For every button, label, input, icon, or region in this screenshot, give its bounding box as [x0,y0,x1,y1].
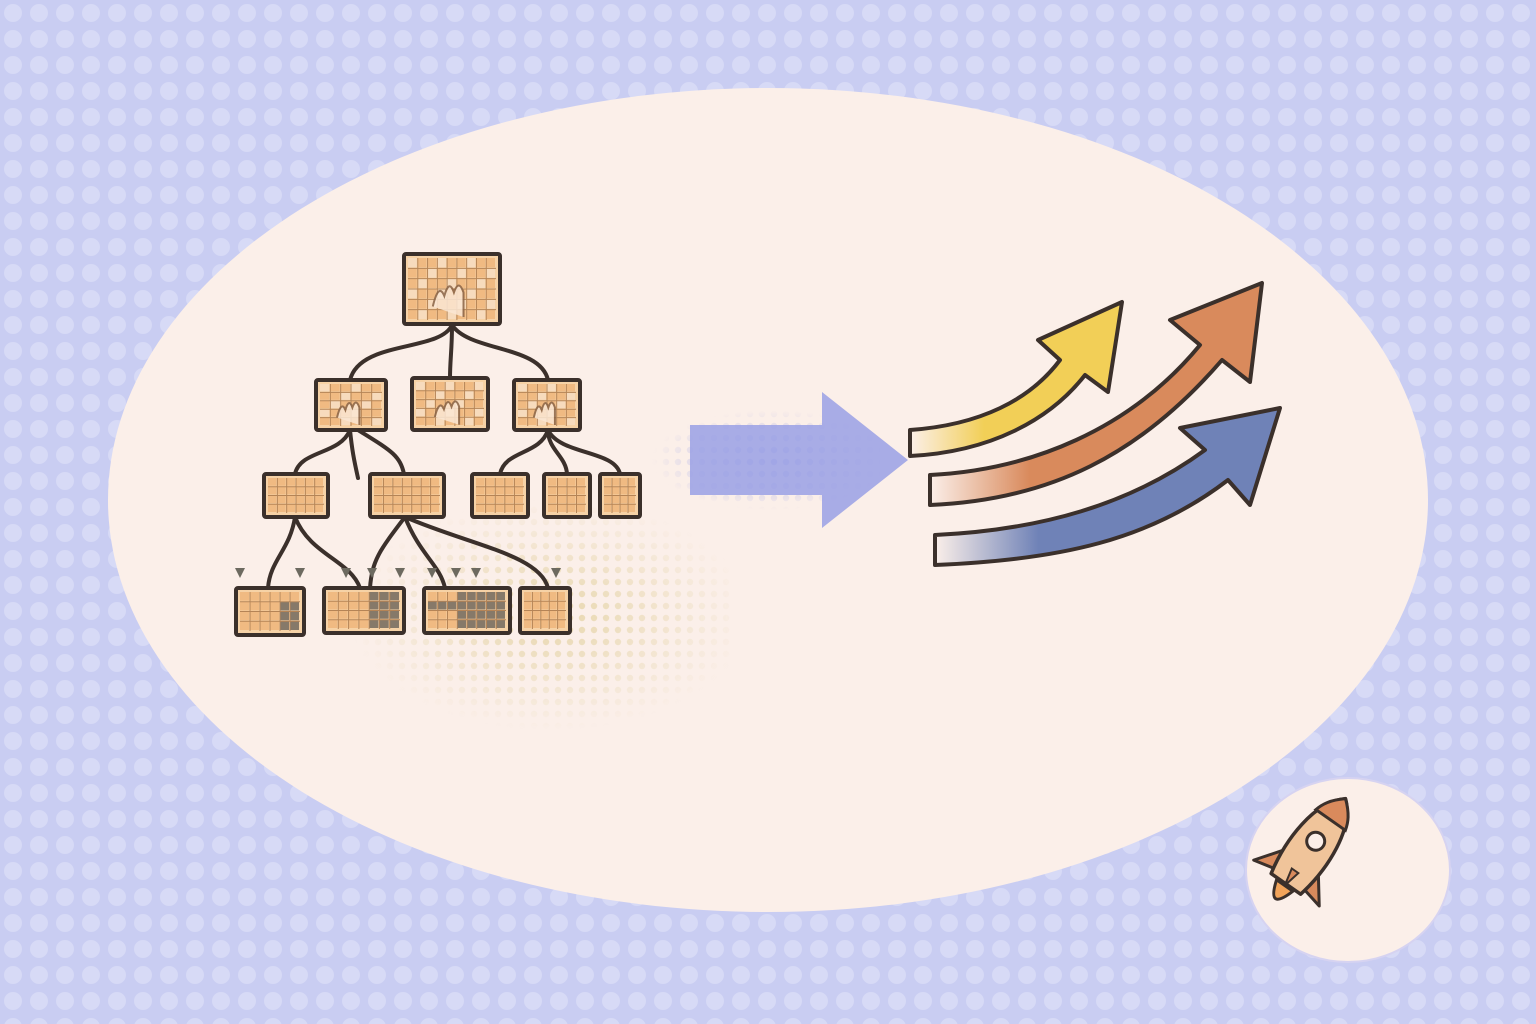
tree-connectors [266,323,622,590]
tree-node-level-1 [410,376,490,432]
marker-triangle [427,568,437,578]
transition-arrow [690,392,908,528]
marker-triangle [471,568,481,578]
marker-triangle [451,568,461,578]
tree-node-level-3 [422,586,512,635]
rocket-icon [1252,796,1350,908]
tree-node-level-0 [402,252,502,326]
rocket-badge [1245,777,1451,963]
tree-markers [235,568,561,578]
tree-node-level-3 [234,586,306,637]
tree-node-level-1 [512,378,582,432]
tree-node-level-2 [368,472,446,519]
blue-arrow [933,406,1282,567]
tree-node-level-3 [322,586,406,635]
marker-triangle [235,568,245,578]
tree-node-level-2 [470,472,530,519]
tree-node-level-1 [314,378,388,432]
hierarchy-tree [234,252,642,637]
marker-triangle [551,568,561,578]
tree-node-level-3 [518,586,572,635]
yellow-arrow [908,300,1124,458]
orange-arrow [928,281,1264,507]
marker-triangle [395,568,405,578]
tree-node-level-2 [262,472,330,519]
marker-triangle [367,568,377,578]
tree-node-level-2 [542,472,592,519]
marker-triangle [341,568,351,578]
marker-triangle [295,568,305,578]
tree-node-level-2 [598,472,642,519]
growth-arrows [908,281,1282,567]
